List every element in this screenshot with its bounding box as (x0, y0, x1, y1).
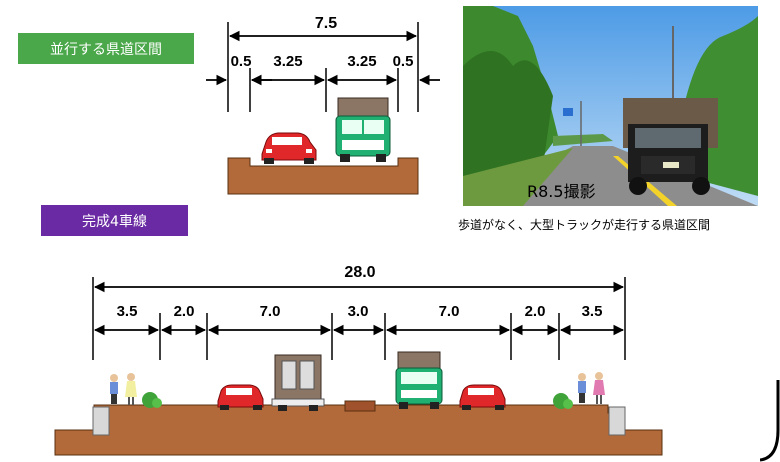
bottom-segment-2: 2.0 (174, 303, 195, 320)
truck-icon (335, 97, 391, 162)
top-road-ground (227, 157, 419, 195)
top-segment-2: 3.25 (273, 53, 302, 70)
bottom-segment-1: 3.5 (117, 303, 138, 320)
current-section-label-text: 並行する県道区間 (50, 41, 162, 58)
frame-curve (760, 380, 780, 462)
completed-cross-section: 28.0 3.5 2.0 7.0 3.0 7.0 2.0 3.5 (54, 264, 663, 456)
car-icon (459, 384, 506, 410)
bottom-segment-5: 7.0 (439, 303, 460, 320)
dump-truck-photo (623, 98, 718, 195)
current-cross-section: 7.5 0.5 3.25 3.25 0.5 (206, 15, 440, 195)
shrub-icon (142, 392, 162, 408)
bottom-road-ground (54, 404, 663, 456)
truck-icon (395, 351, 443, 409)
bottom-segment-4: 3.0 (348, 303, 369, 320)
top-segment-3: 3.25 (347, 53, 376, 70)
car-icon (261, 132, 317, 164)
bottom-total-width: 28.0 (344, 264, 375, 281)
current-section-label: 並行する県道区間 (18, 33, 194, 64)
road-photo: R8.5撮影 (463, 6, 758, 206)
truck-rear-icon (271, 354, 325, 411)
median-strip (344, 400, 376, 412)
top-total-width: 7.5 (315, 15, 337, 32)
bottom-segment-6: 2.0 (525, 303, 546, 320)
right-curb (608, 406, 626, 436)
left-curb (92, 406, 110, 436)
shrub-icon (553, 393, 573, 409)
completed-section-label: 完成4車線 (41, 205, 188, 236)
photo-caption: 歩道がなく、大型トラックが走行する県道区間 (458, 218, 711, 232)
bottom-segment-7: 3.5 (582, 303, 603, 320)
car-icon (217, 384, 264, 410)
completed-section-label-text: 完成4車線 (82, 213, 147, 230)
pedestrian-icon (578, 372, 605, 404)
top-segment-4: 0.5 (393, 53, 414, 70)
bottom-segment-3: 7.0 (260, 303, 281, 320)
photo-date-stamp: R8.5撮影 (527, 182, 596, 201)
top-segment-1: 0.5 (231, 53, 252, 70)
pedestrian-icon (110, 373, 137, 405)
